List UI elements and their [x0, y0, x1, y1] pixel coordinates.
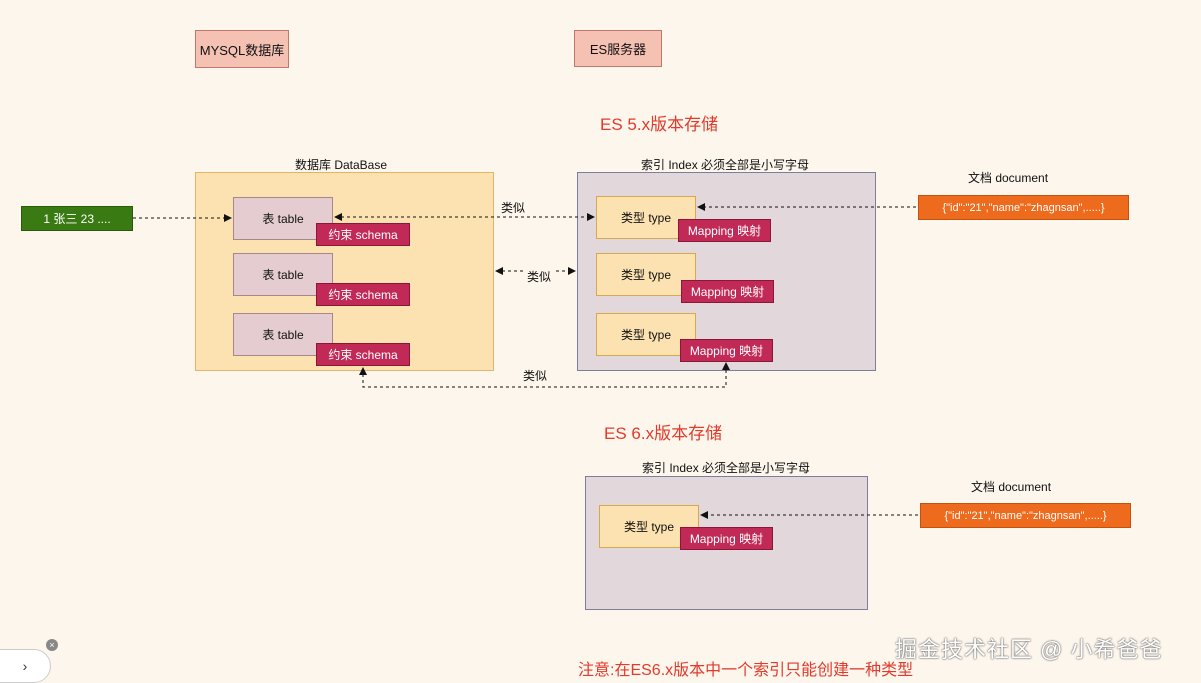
es6-mapping-tag: Mapping 映射: [680, 527, 773, 550]
schema-tag: 约束 schema: [316, 283, 410, 306]
es6-note: 注意:在ES6.x版本中一个索引只能创建一种类型: [578, 662, 914, 679]
es6-document-caption: 文档 document: [971, 480, 1052, 494]
type-box: 类型 type: [596, 253, 696, 296]
watermark: 掘金技术社区 @ 小希爸爸: [895, 637, 1163, 662]
similar-label: 类似: [525, 268, 554, 285]
mapping-tag: Mapping 映射: [681, 280, 774, 303]
close-icon[interactable]: ×: [46, 639, 58, 651]
es6-title: ES 6.x版本存储: [604, 424, 723, 443]
es5-title: ES 5.x版本存储: [600, 115, 719, 134]
schema-tag: 约束 schema: [316, 223, 410, 246]
es5-document-caption: 文档 document: [968, 171, 1049, 185]
schema-tag: 约束 schema: [316, 343, 410, 366]
es5-document-value: {"id":"21","name":"zhagnsan",.....}: [918, 195, 1129, 220]
similar-label: 类似: [521, 367, 550, 384]
row-value: 1 张三 23 ....: [21, 206, 133, 231]
type-box: 类型 type: [596, 313, 696, 356]
mapping-tag: Mapping 映射: [678, 219, 771, 242]
expand-panel-button[interactable]: ›: [0, 649, 51, 683]
database-caption: 数据库 DataBase: [295, 158, 388, 172]
mapping-tag: Mapping 映射: [680, 339, 773, 362]
similar-label: 类似: [499, 199, 528, 216]
es-server-header: ES服务器: [574, 30, 662, 67]
es5-index-caption: 索引 Index 必须全部是小写字母: [641, 158, 810, 172]
es6-index-caption: 索引 Index 必须全部是小写字母: [642, 461, 811, 475]
es6-document-value: {"id":"21","name":"zhagnsan",.....}: [920, 503, 1131, 528]
mysql-header: MYSQL数据库: [195, 30, 289, 68]
